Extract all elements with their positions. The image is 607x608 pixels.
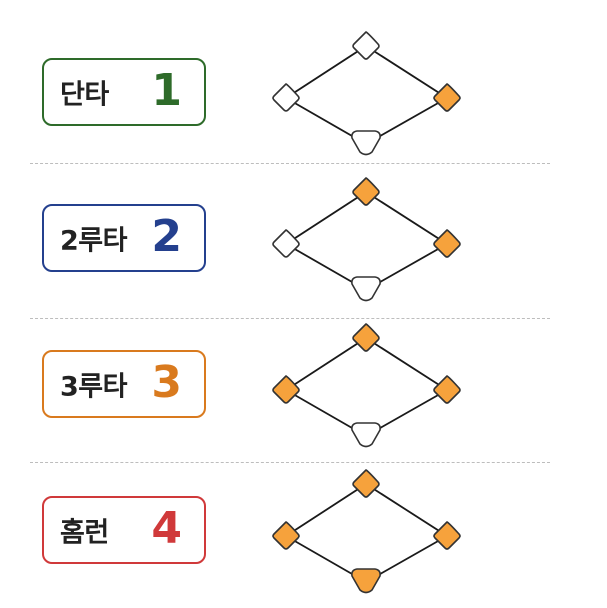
- second-base: [352, 31, 380, 60]
- first-base: [433, 521, 461, 550]
- base-path-lines: [284, 44, 449, 146]
- baseball-diamond: [272, 323, 461, 448]
- row-divider: [30, 163, 550, 164]
- first-base: [433, 375, 461, 404]
- hit-row-3: 3루타 3: [0, 312, 607, 448]
- first-base: [433, 229, 461, 258]
- hit-label-text: 2루타: [60, 225, 127, 257]
- hit-number: 4: [151, 503, 182, 555]
- hit-number: 2: [151, 211, 182, 263]
- hit-row-4: 홈런 4: [0, 458, 607, 594]
- hit-number: 1: [151, 65, 182, 117]
- third-base: [272, 375, 300, 404]
- hit-label-text: 단타: [60, 79, 109, 111]
- hit-label-box: 3루타 3: [42, 350, 206, 418]
- baseball-diamond: [272, 177, 461, 302]
- hit-number: 3: [151, 357, 182, 409]
- home-plate: [351, 130, 381, 156]
- third-base: [272, 83, 300, 112]
- first-base: [433, 83, 461, 112]
- home-plate: [351, 276, 381, 302]
- hit-label-box: 단타 1: [42, 58, 206, 126]
- second-base: [352, 177, 380, 206]
- baseball-diamond: [272, 469, 461, 594]
- home-plate: [351, 568, 381, 594]
- third-base: [272, 229, 300, 258]
- row-divider: [30, 318, 550, 319]
- second-base: [352, 469, 380, 498]
- baseball-diamond: [272, 31, 461, 156]
- hit-label-text: 홈런: [60, 517, 109, 549]
- hit-row-2: 2루타 2: [0, 166, 607, 302]
- home-plate: [351, 422, 381, 448]
- third-base: [272, 521, 300, 550]
- hit-label-box: 2루타 2: [42, 204, 206, 272]
- base-path-lines: [284, 482, 449, 584]
- row-divider: [30, 462, 550, 463]
- hit-row-1: 단타 1: [0, 20, 607, 156]
- base-path-lines: [284, 336, 449, 438]
- second-base: [352, 323, 380, 352]
- hit-label-box: 홈런 4: [42, 496, 206, 564]
- base-path-lines: [284, 190, 449, 292]
- hit-label-text: 3루타: [60, 371, 127, 403]
